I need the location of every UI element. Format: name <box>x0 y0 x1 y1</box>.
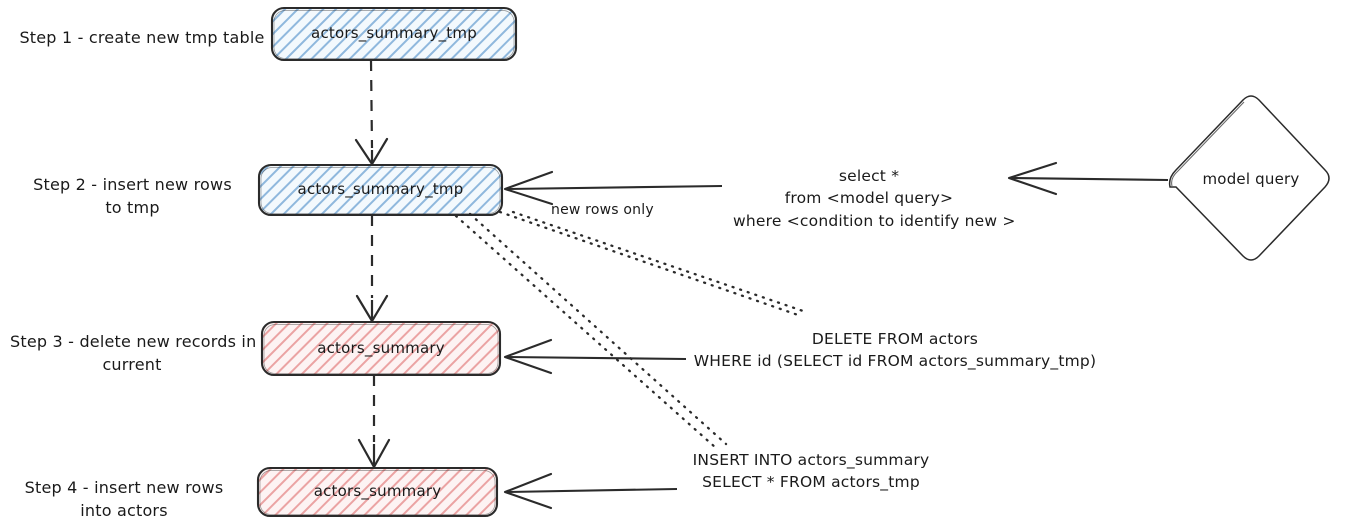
node-1-label: actors_summary_tmp <box>311 24 477 43</box>
edge-insert-to-node4 <box>503 472 678 510</box>
node-1-label-wrap[interactable]: actors_summary_tmp <box>272 8 516 60</box>
edge-delete-to-node3 <box>503 338 687 375</box>
node-2-label: actors_summary_tmp <box>297 180 464 199</box>
step-4-label: Step 4 - insert new rows into actors <box>24 478 224 521</box>
edge-new-rows-only <box>503 170 723 206</box>
step-3-label: Step 3 - delete new records in current <box>10 332 257 375</box>
node-box-3[interactable] <box>260 320 502 377</box>
flow-arrow-3-to-4 <box>357 375 391 469</box>
node-3-label: actors_summary <box>317 338 445 357</box>
node-2-label-wrap[interactable]: actors_summary_tmp <box>259 165 502 215</box>
node-3-label-wrap[interactable]: actors_summary <box>262 322 500 375</box>
flow-arrow-2-to-3 <box>355 215 389 323</box>
dotted-ref-node2-to-delete <box>498 210 808 317</box>
annotation-insert-sql: INSERT INTO actors_summary SELECT * FROM… <box>692 451 930 492</box>
step-2-label: Step 2 - insert new rows to tmp <box>33 175 232 218</box>
node-4-label-wrap[interactable]: actors_summary <box>258 468 497 516</box>
node-box-1[interactable] <box>270 6 518 62</box>
node-5-label: model query <box>1202 170 1300 188</box>
annotation-model-query-sql: select * from <model query> where <condi… <box>733 167 1016 230</box>
annotation-delete-sql: DELETE FROM actors WHERE id (SELECT id F… <box>693 330 1097 371</box>
node-diamond-model-query[interactable] <box>1168 95 1330 261</box>
edge-label-new-rows-only: new rows only <box>551 202 654 218</box>
node-box-4[interactable] <box>256 466 499 518</box>
step-1-label: Step 1 - create new tmp table <box>19 28 265 47</box>
node-4-label: actors_summary <box>313 482 442 501</box>
dotted-ref-node2-to-insert <box>454 212 728 450</box>
flow-arrow-1-to-2 <box>354 59 389 166</box>
node-box-2[interactable] <box>257 163 504 217</box>
edge-model-query-to-sql <box>1007 161 1169 196</box>
